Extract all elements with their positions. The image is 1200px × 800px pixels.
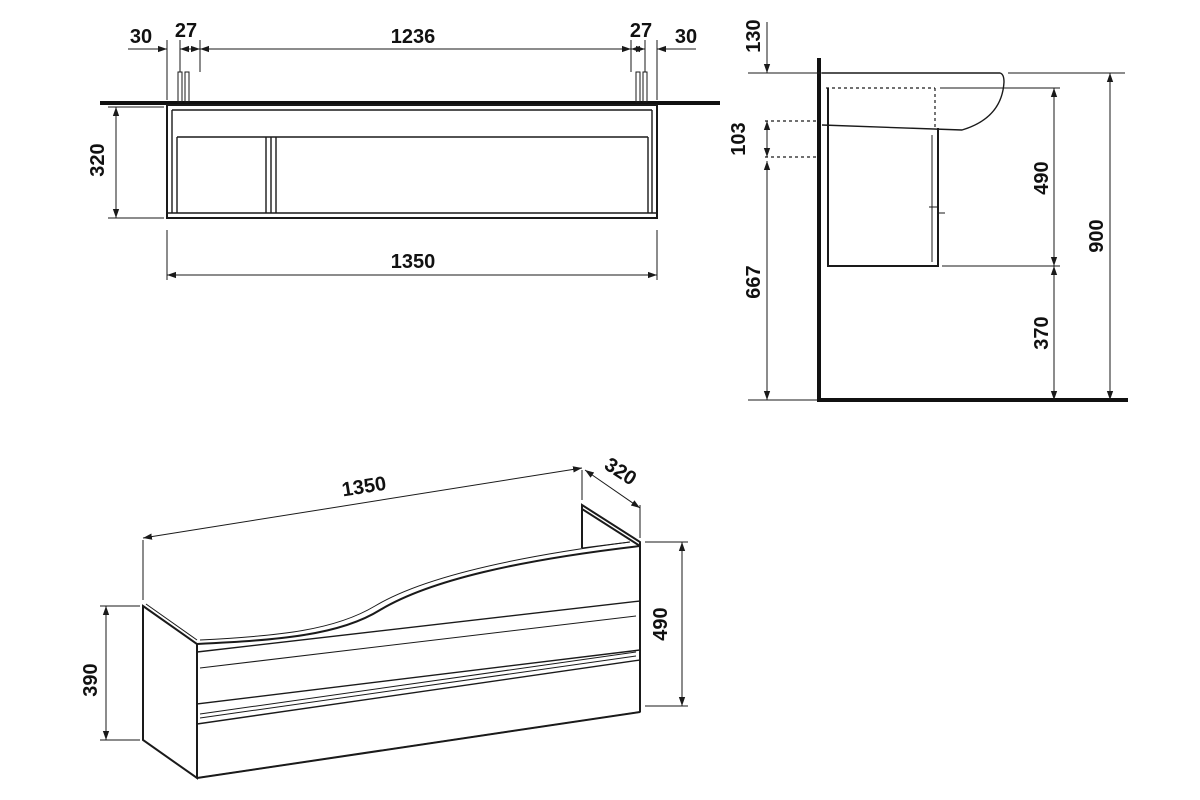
dim-depth: 320 [87, 143, 109, 176]
dim-total-width: 1350 [391, 251, 436, 273]
iso-view: 1350 320 490 390 [80, 454, 688, 780]
pipe-left-b [184, 71, 190, 103]
cabinet-right-top [581, 503, 641, 548]
dim-right-edge: 30 [675, 26, 697, 48]
cabinet-side [827, 88, 939, 267]
iso-dim-height-front: 390 [80, 663, 102, 696]
dim-fixing-height: 667 [743, 265, 765, 298]
dim-right-pipe: 27 [630, 20, 652, 42]
side-view: 130 103 667 490 370 900 [728, 19, 1128, 402]
dim-left-edge: 30 [130, 26, 152, 48]
drawer-upper [196, 600, 641, 705]
dim-fixing-spacing: 103 [728, 122, 750, 155]
dim-cabinet-height: 490 [1031, 161, 1053, 194]
dim-left-pipe: 27 [175, 20, 197, 42]
dim-total-height: 900 [1086, 219, 1108, 252]
dim-floor-clearance: 370 [1031, 316, 1053, 349]
pipe-right-a [635, 71, 641, 103]
drawer-lower [196, 659, 641, 779]
cabinet-wave-top [196, 545, 641, 645]
cabinet-left-side [142, 604, 198, 780]
basin-outline [821, 72, 1005, 131]
iso-dim-height-back: 490 [650, 607, 672, 640]
iso-dim-width: 1350 [340, 473, 387, 502]
cabinet-outline-top [166, 104, 658, 219]
dim-between-pipes: 1236 [391, 26, 436, 48]
top-view: 30 27 1236 27 30 320 1350 [87, 20, 720, 280]
pipe-left-a [177, 71, 183, 103]
dim-top-offset: 130 [743, 19, 765, 52]
pipe-right-b [642, 71, 648, 103]
